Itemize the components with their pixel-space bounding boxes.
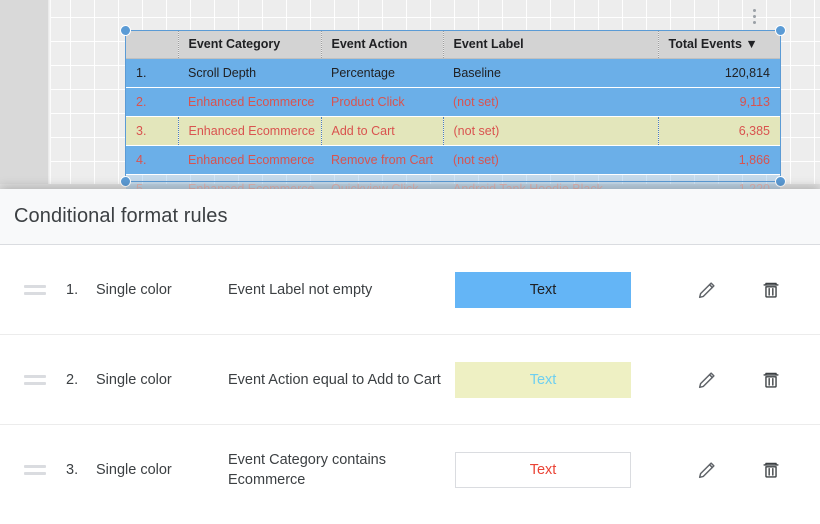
rule-condition: Event Action equal to Add to Cart xyxy=(228,371,441,388)
column-header-total-events-label: Total Events xyxy=(668,37,742,52)
table-row[interactable]: 1. Scroll Depth Percentage Baseline 120,… xyxy=(126,58,780,88)
drag-bar xyxy=(24,374,46,378)
trash-icon[interactable] xyxy=(758,457,784,483)
drag-bar xyxy=(24,284,46,288)
cell-event-label: (not set) xyxy=(443,87,658,117)
rule-preview-swatch[interactable]: Text xyxy=(455,361,631,398)
rule-type: Single color xyxy=(96,371,172,388)
cell-total-events: 120,814 xyxy=(658,58,780,88)
cell-event-category: Enhanced Ecommerce xyxy=(178,145,321,175)
trash-icon[interactable] xyxy=(758,277,784,303)
rule-actions xyxy=(632,457,796,483)
report-table: Event Category Event Action Event Label … xyxy=(126,31,780,189)
rules-list: 1. Single color Event Label not empty Te… xyxy=(0,245,820,515)
sort-descending-icon[interactable]: ▼ xyxy=(745,37,758,52)
rule-index: 3. xyxy=(66,462,79,478)
cell-rank: 2. xyxy=(126,87,178,117)
cell-event-action: Product Click xyxy=(321,87,443,117)
rule-row[interactable]: 1. Single color Event Label not empty Te… xyxy=(0,245,820,335)
drag-bar xyxy=(24,381,46,385)
column-header-total-events[interactable]: Total Events ▼ xyxy=(657,31,780,59)
table-header: Event Category Event Action Event Label … xyxy=(126,31,780,59)
dialog-header: Conditional format rules xyxy=(0,189,820,245)
rule-row[interactable]: 2. Single color Event Action equal to Ad… xyxy=(0,335,820,425)
drag-handle-icon[interactable] xyxy=(24,465,54,475)
resize-handle-bottom-right[interactable] xyxy=(775,176,786,187)
table-row[interactable]: 2. Enhanced Ecommerce Product Click (not… xyxy=(126,87,780,117)
rule-type: Single color xyxy=(96,462,172,478)
dialog-title: Conditional format rules xyxy=(14,205,228,227)
report-canvas: Event Category Event Action Event Label … xyxy=(0,0,820,195)
cell-event-category: Enhanced Ecommerce xyxy=(178,174,321,189)
cell-event-label: (not set) xyxy=(443,145,658,175)
cell-rank: 4. xyxy=(126,145,178,175)
rule-condition: Event Label not empty xyxy=(228,281,373,298)
resize-handle-top-left[interactable] xyxy=(120,25,131,36)
rule-type: Single color xyxy=(96,281,172,298)
cell-event-action: Add to Cart xyxy=(320,116,443,146)
column-header-event-label[interactable]: Event Label xyxy=(442,31,658,59)
table-row[interactable]: 4. Enhanced Ecommerce Remove from Cart (… xyxy=(126,145,780,175)
rule-index: 2. xyxy=(66,371,79,388)
table-header-row: Event Category Event Action Event Label … xyxy=(126,31,780,59)
drag-handle-icon[interactable] xyxy=(24,284,54,295)
cell-event-label: Baseline xyxy=(443,58,658,88)
report-table-container[interactable]: Event Category Event Action Event Label … xyxy=(126,31,780,189)
cell-event-label: (not set) xyxy=(442,116,658,146)
cell-event-category: Enhanced Ecommerce xyxy=(178,87,321,117)
column-header-event-action[interactable]: Event Action xyxy=(320,31,443,59)
left-rail-shadow xyxy=(48,0,51,189)
drag-bar xyxy=(24,291,46,295)
resize-handle-top-right[interactable] xyxy=(775,25,786,36)
table-row[interactable]: 5. Enhanced Ecommerce Quickview Click An… xyxy=(126,174,780,189)
pencil-icon[interactable] xyxy=(694,367,720,393)
cell-rank: 5. xyxy=(126,174,178,189)
cell-total-events: 1,866 xyxy=(658,145,780,175)
table-row[interactable]: 3. Enhanced Ecommerce Add to Cart (not s… xyxy=(126,116,780,146)
cell-event-category: Enhanced Ecommerce xyxy=(177,116,321,146)
kebab-dot xyxy=(752,20,756,24)
pencil-icon[interactable] xyxy=(694,457,720,483)
drag-handle-icon[interactable] xyxy=(24,374,54,385)
column-header-rank[interactable] xyxy=(126,31,178,59)
cell-event-action: Quickview Click xyxy=(321,174,443,189)
rule-index: 1. xyxy=(66,281,79,298)
table-body: 1. Scroll Depth Percentage Baseline 120,… xyxy=(126,58,780,189)
kebab-dot xyxy=(752,8,756,12)
column-header-event-category[interactable]: Event Category xyxy=(177,31,321,59)
cell-rank: 3. xyxy=(126,116,178,146)
drag-bar xyxy=(24,472,46,475)
cell-event-label: Android Tank Hoodie Black xyxy=(443,174,658,189)
rule-actions xyxy=(632,367,796,393)
rule-preview-swatch[interactable]: Text xyxy=(455,452,631,488)
cell-event-action: Remove from Cart xyxy=(321,145,443,175)
rule-preview-swatch[interactable]: Text xyxy=(455,271,631,308)
left-rail-panel xyxy=(0,0,48,189)
cell-rank: 1. xyxy=(126,58,178,88)
cell-event-category: Scroll Depth xyxy=(178,58,321,88)
cell-total-events: 6,385 xyxy=(657,116,780,146)
rule-preview-cell: Text xyxy=(454,361,632,398)
drag-bar xyxy=(24,465,46,468)
trash-icon[interactable] xyxy=(758,367,784,393)
cell-total-events: 9,113 xyxy=(658,87,780,117)
rule-row[interactable]: 3. Single color Event Category contains … xyxy=(0,425,820,515)
kebab-dot xyxy=(752,14,756,18)
cell-event-action: Percentage xyxy=(321,58,443,88)
cell-total-events: 1,220 xyxy=(658,174,780,189)
pencil-icon[interactable] xyxy=(694,277,720,303)
resize-handle-bottom-left[interactable] xyxy=(120,176,131,187)
conditional-format-rules-dialog: Conditional format rules 1. Single color… xyxy=(0,189,820,524)
more-vert-icon[interactable] xyxy=(746,4,762,28)
rule-preview-cell: Text xyxy=(454,271,632,308)
rule-preview-cell: Text xyxy=(454,452,632,488)
rule-condition: Event Category contains Ecommerce xyxy=(228,452,386,488)
rule-actions xyxy=(632,277,796,303)
